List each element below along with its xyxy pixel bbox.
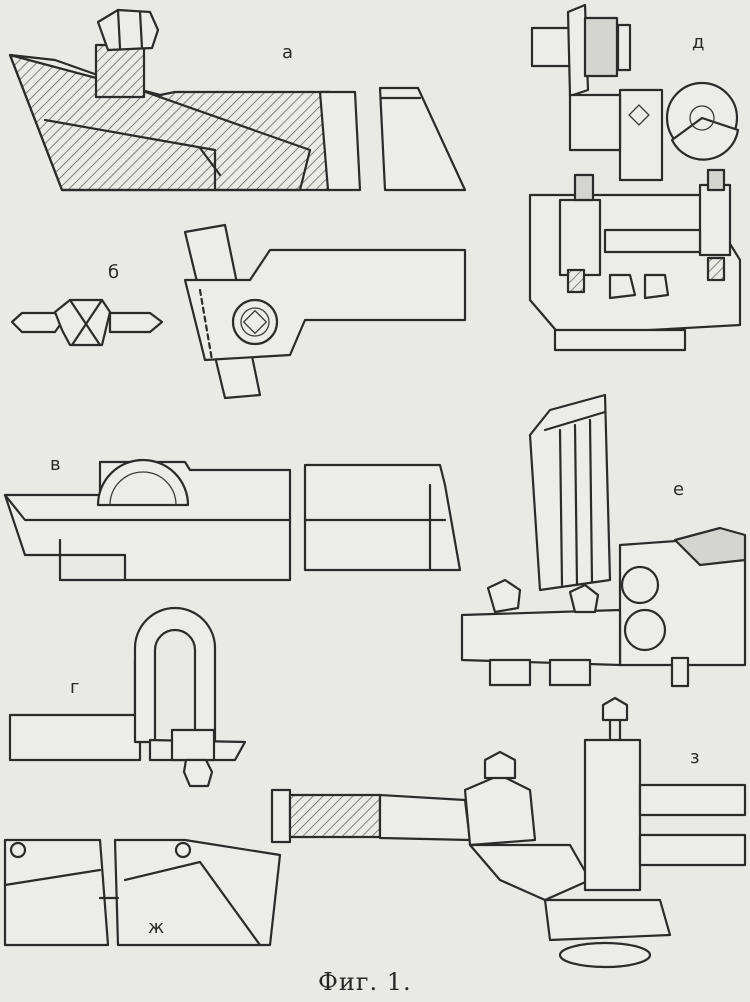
label-v: в xyxy=(50,454,61,475)
label-b: б xyxy=(108,262,119,283)
holder-zh-drawing xyxy=(3,838,282,947)
holder-e-drawing xyxy=(460,393,747,688)
label-d: д xyxy=(692,32,704,53)
holder-z-drawing xyxy=(270,696,747,969)
figure-caption: Фиг. 1. xyxy=(318,968,412,996)
label-e: е xyxy=(673,479,684,500)
holder-g-drawing xyxy=(8,606,247,788)
holder-b-drawing xyxy=(10,223,467,400)
label-z: з xyxy=(690,747,700,768)
holder-v-drawing xyxy=(3,458,462,582)
holder-d-drawing xyxy=(528,3,742,352)
label-zh: ж xyxy=(148,917,164,938)
label-g: г xyxy=(70,677,79,698)
holder-a-drawing xyxy=(8,8,467,192)
label-a: а xyxy=(282,42,293,63)
